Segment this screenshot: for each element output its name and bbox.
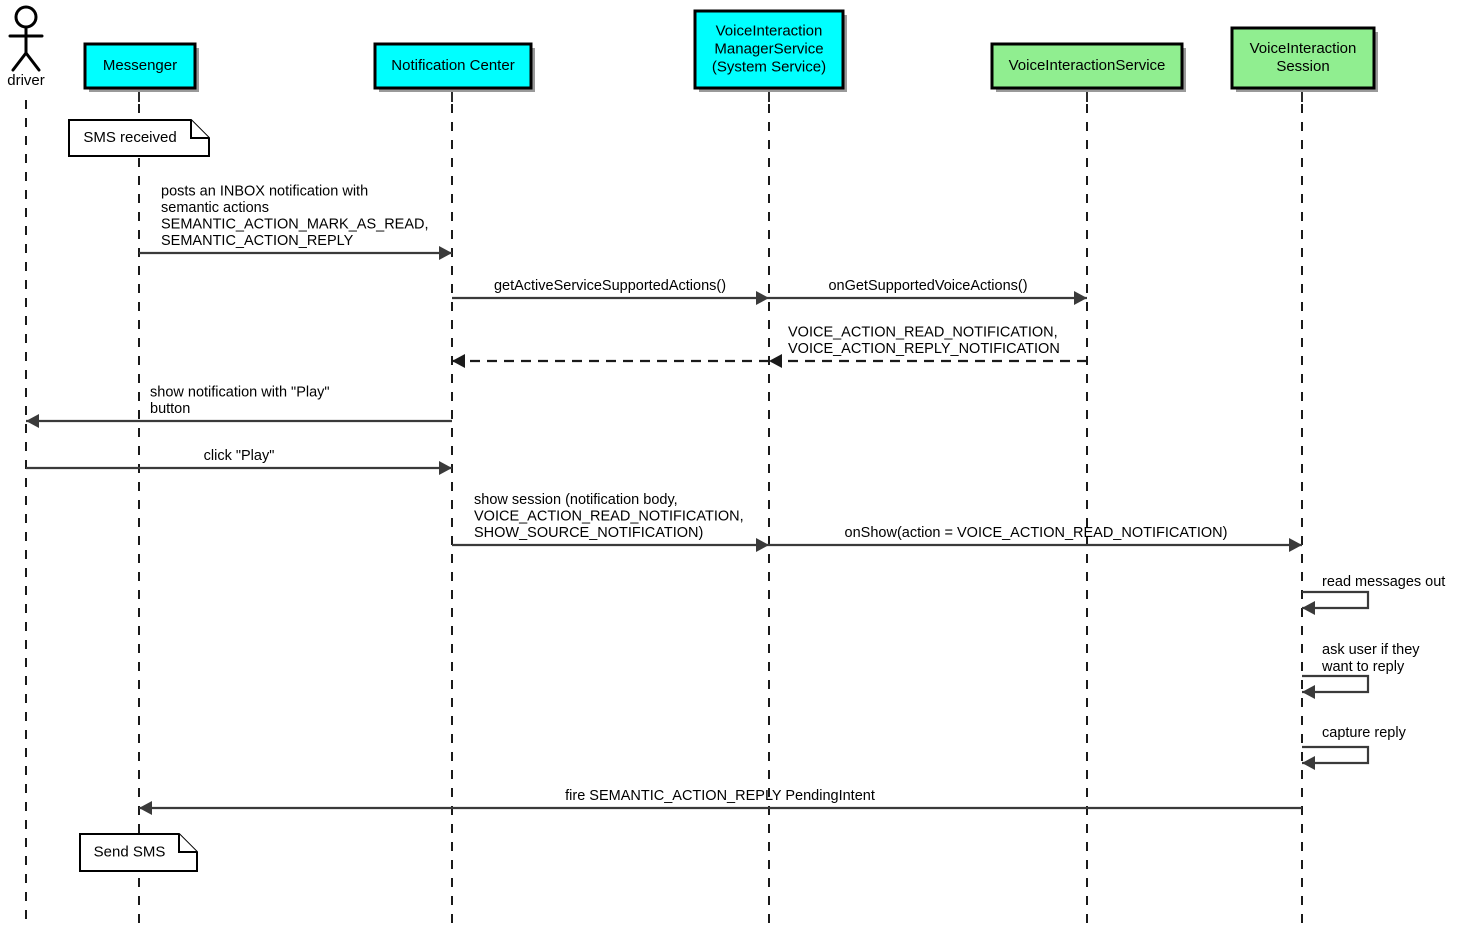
note-fold-corner-icon (190, 120, 209, 139)
message-label: SEMANTIC_ACTION_REPLY (161, 233, 354, 249)
message-arrowhead-icon (1074, 291, 1087, 305)
msg-fire-semantic-action-reply-pending-intent[interactable]: fire SEMANTIC_ACTION_REPLY PendingIntent (139, 788, 1302, 815)
message-arrowhead-icon (756, 538, 769, 552)
self-message-loop (1302, 590, 1370, 610)
participant-label: Session (1276, 58, 1329, 75)
message-label: onShow(action = VOICE_ACTION_READ_NOTIFI… (845, 525, 1228, 541)
msg-show-session[interactable]: show session (notification body,VOICE_AC… (452, 492, 769, 552)
self-message-arrowhead-icon (1302, 756, 1315, 770)
participant-label: VoiceInteractionService (1009, 57, 1166, 74)
self-message-label: want to reply (1321, 659, 1405, 675)
self-msg-read-messages-out[interactable]: read messages out (1302, 574, 1445, 615)
self-msg-capture-reply[interactable]: capture reply (1302, 725, 1407, 770)
message-label: show session (notification body, (474, 492, 678, 508)
participant-messenger[interactable]: Messenger (83, 42, 199, 92)
message-label: fire SEMANTIC_ACTION_REPLY PendingIntent (565, 788, 875, 804)
message-arrowhead-icon (139, 801, 152, 815)
self-message-loop (1302, 674, 1370, 694)
self-message-label: ask user if they (1322, 642, 1420, 658)
actor-leg-right-icon (24, 51, 41, 72)
message-label: VOICE_ACTION_READ_NOTIFICATION, (474, 509, 744, 525)
message-label: VOICE_ACTION_READ_NOTIFICATION, (788, 325, 1058, 341)
message-arrowhead-icon (1289, 538, 1302, 552)
actor-label: driver (7, 72, 45, 89)
message-arrowhead-icon (26, 414, 39, 428)
message-arrowhead-icon (769, 354, 782, 368)
self-message-loop (1302, 745, 1370, 765)
note-sms-received: SMS received (68, 119, 210, 157)
msg-return-voice-actions-to-vims[interactable]: VOICE_ACTION_READ_NOTIFICATION,VOICE_ACT… (769, 325, 1087, 369)
msg-click-play[interactable]: click "Play" (26, 448, 452, 475)
participant-box[interactable] (83, 42, 197, 90)
self-message-label: capture reply (1322, 725, 1407, 741)
message-label: posts an INBOX notification with (161, 184, 368, 200)
message-arrowhead-icon (756, 291, 769, 305)
participant-label: VoiceInteraction (716, 22, 823, 39)
msg-post-inbox-notification[interactable]: posts an INBOX notification withsemantic… (139, 184, 452, 261)
message-label: semantic actions (161, 200, 269, 216)
participant-notification-center[interactable]: Notification Center (373, 42, 535, 92)
note-body (79, 833, 198, 872)
msg-return-voice-actions-to-notification-center[interactable] (452, 354, 769, 368)
message-label: show notification with "Play" (150, 385, 330, 401)
msg-on-get-supported-voice-actions[interactable]: onGetSupportedVoiceActions() (769, 278, 1087, 305)
message-arrowhead-icon (452, 354, 465, 368)
msg-get-active-service-supported-actions[interactable]: getActiveServiceSupportedActions() (452, 278, 769, 305)
self-message-arrowhead-icon (1302, 685, 1315, 699)
participant-label: (System Service) (712, 58, 826, 75)
participant-label: Messenger (103, 57, 177, 74)
actor-head-icon (14, 5, 38, 29)
note-body (68, 119, 210, 157)
participant-box[interactable] (1230, 26, 1376, 90)
actor-leg-left-icon (11, 51, 28, 72)
message-label: button (150, 401, 190, 417)
message-arrowhead-icon (439, 246, 452, 260)
message-label: onGetSupportedVoiceActions() (828, 278, 1027, 294)
msg-on-show[interactable]: onShow(action = VOICE_ACTION_READ_NOTIFI… (769, 525, 1302, 552)
participant-label: ManagerService (714, 40, 823, 57)
message-label: VOICE_ACTION_REPLY_NOTIFICATION (788, 341, 1060, 357)
messages-group: posts an INBOX notification withsemantic… (26, 184, 1302, 815)
participant-label: Notification Center (391, 57, 514, 74)
participant-label: VoiceInteraction (1250, 40, 1357, 57)
actor-driver: driver (7, 5, 45, 89)
msg-show-notification-with-play[interactable]: show notification with "Play"button (26, 385, 452, 429)
message-label: click "Play" (204, 448, 275, 464)
actors-group: driver (7, 5, 45, 89)
participant-box[interactable] (373, 42, 533, 90)
message-label: getActiveServiceSupportedActions() (494, 278, 726, 294)
message-label: SHOW_SOURCE_NOTIFICATION) (474, 525, 703, 541)
participant-box[interactable] (990, 42, 1184, 90)
participant-voice-interaction-service[interactable]: VoiceInteractionService (990, 42, 1186, 92)
note-fold-corner-icon (178, 834, 197, 853)
note-text: Send SMS (94, 843, 166, 860)
note-text: SMS received (83, 129, 176, 146)
self-message-label: read messages out (1322, 574, 1445, 590)
participant-box[interactable] (693, 9, 845, 90)
message-arrowhead-icon (439, 461, 452, 475)
participants-group: Messenger Notification Center VoiceInterac… (83, 9, 1378, 92)
message-label: SEMANTIC_ACTION_MARK_AS_READ, (161, 217, 429, 233)
note-send-sms: Send SMS (79, 833, 198, 872)
self-message-arrowhead-icon (1302, 601, 1315, 615)
